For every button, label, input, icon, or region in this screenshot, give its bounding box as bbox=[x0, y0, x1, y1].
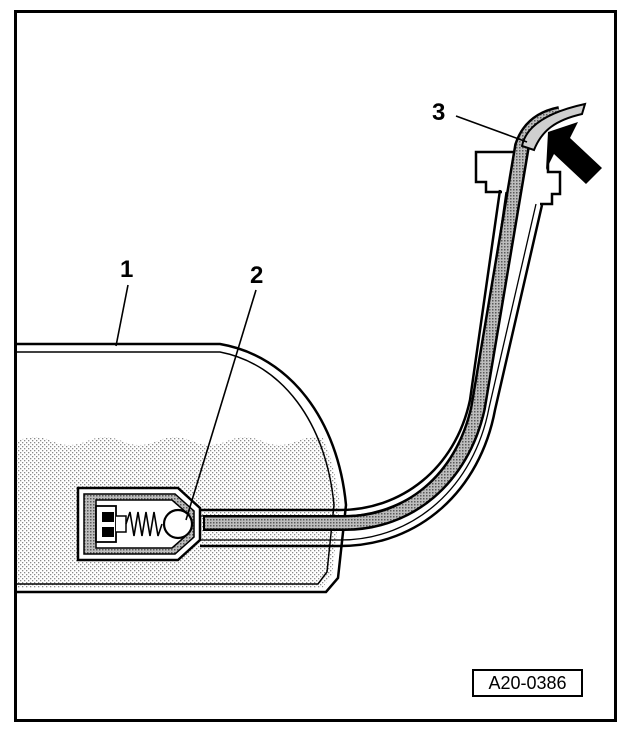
diagram-frame bbox=[14, 10, 617, 722]
leader-line-3 bbox=[455, 115, 528, 143]
leader-line-1 bbox=[115, 284, 129, 347]
leader-lines bbox=[115, 115, 528, 521]
callout-3: 3 bbox=[432, 99, 446, 126]
leader-line-2 bbox=[185, 289, 257, 521]
callout-1: 1 bbox=[120, 256, 134, 283]
fuel-tank bbox=[17, 342, 348, 594]
hose bbox=[203, 102, 587, 531]
callout-2: 2 bbox=[250, 262, 264, 289]
check-valve bbox=[76, 486, 202, 562]
reference-code: A20-0386 bbox=[472, 669, 583, 697]
insert-direction-arrow bbox=[546, 122, 602, 184]
